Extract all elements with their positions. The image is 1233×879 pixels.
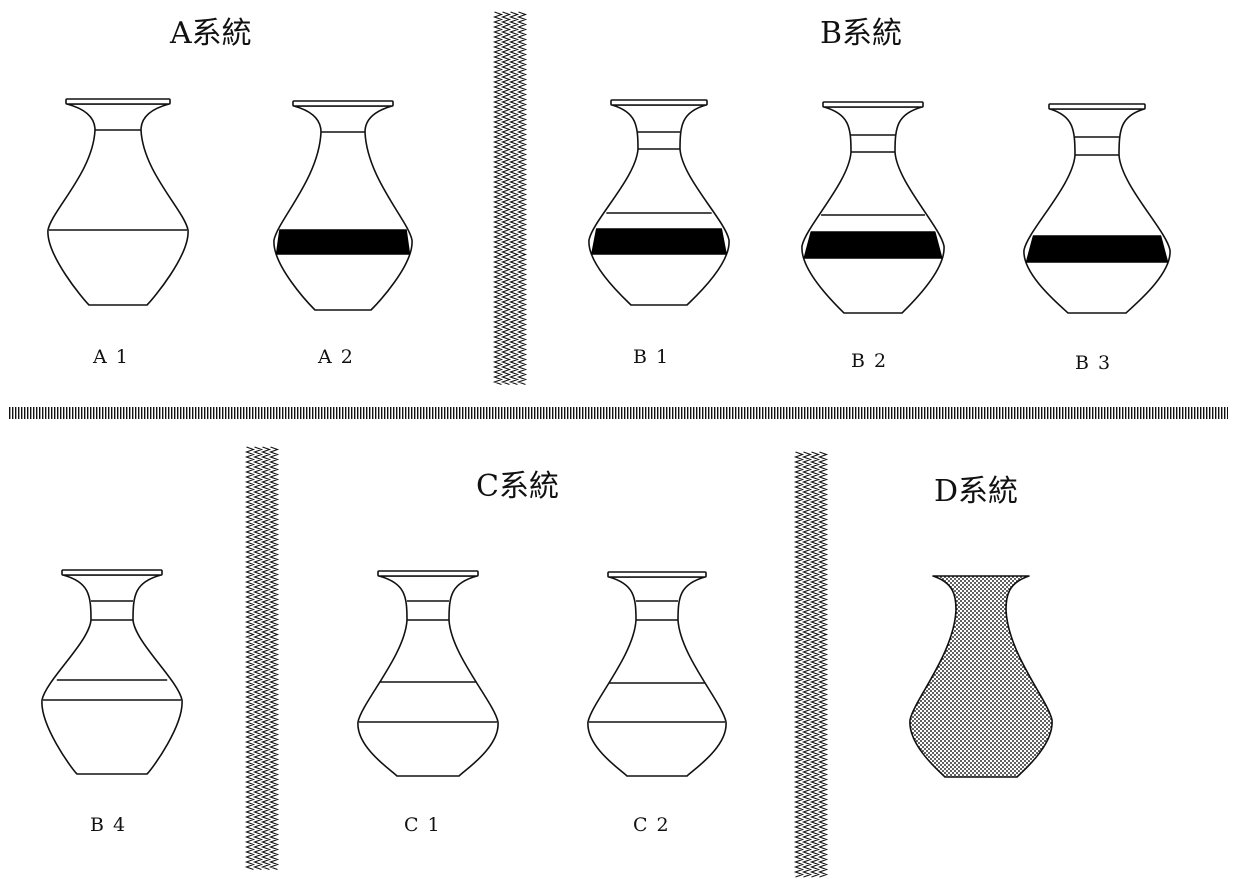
vessel-c1-rim <box>377 570 479 577</box>
wavy-divider-2-line-3 <box>260 446 272 871</box>
wavy-divider-2-line-1 <box>244 446 256 871</box>
vessel-b1-rim <box>610 99 708 106</box>
wavy-dividers <box>244 11 829 878</box>
vessel-b4-rim <box>61 569 163 576</box>
vessel-c1-outline <box>357 575 499 777</box>
vessel-b3-rim <box>1048 103 1146 110</box>
vessel-b1 <box>588 99 730 306</box>
vessel-b1-black-band <box>591 228 727 255</box>
wavy-divider-3-line-4 <box>817 451 829 878</box>
vessel-b2 <box>801 101 945 314</box>
group-title-c: C系統 <box>476 469 559 504</box>
vessel-c1 <box>357 570 499 777</box>
wavy-divider-1-line-2 <box>500 11 512 386</box>
wavy-divider-1-line-1 <box>492 11 504 386</box>
vessel-b1-outline <box>588 104 730 306</box>
group-title-d: D系統 <box>934 474 1019 509</box>
vessel-label-c2: C2 <box>633 814 678 836</box>
vessel-label-b1: B1 <box>633 346 678 368</box>
group-title-a: A系統 <box>170 16 252 51</box>
vessel-b4-outline <box>41 574 183 775</box>
vessel-label-b3: B3 <box>1075 352 1120 374</box>
vessel-label-a1: A1 <box>93 346 137 368</box>
vessel-b3-outline <box>1023 108 1171 314</box>
vessel-b2-outline <box>801 106 945 314</box>
vessel-a2-black-band <box>275 229 411 255</box>
vessel-a1-rim <box>65 98 171 105</box>
vessel-b3 <box>1023 103 1171 314</box>
wavy-divider-2-line-2 <box>252 446 264 871</box>
wavy-divider-2-line-4 <box>268 446 280 871</box>
vessel-a2 <box>273 100 413 311</box>
vessel-a1-outline <box>47 103 189 306</box>
vessel-d <box>909 575 1053 778</box>
wavy-divider-1-line-3 <box>508 11 520 386</box>
vessel-a1 <box>47 98 189 306</box>
wavy-divider-3-line-3 <box>809 451 821 878</box>
vessel-d-outline <box>909 575 1053 778</box>
vessel-b3-black-band <box>1025 235 1169 263</box>
wavy-divider-1-line-4 <box>516 11 528 386</box>
vessel-a2-outline <box>273 105 413 311</box>
wavy-divider-3-line-2 <box>801 451 813 878</box>
wavy-divider-3-line-1 <box>793 451 805 878</box>
vessel-label-c1: C1 <box>404 814 449 836</box>
vessel-label-b2: B2 <box>851 350 896 372</box>
vessel-c2-outline <box>587 576 727 777</box>
vessel-b4 <box>41 569 183 775</box>
vessel-b2-black-band <box>803 231 943 259</box>
vessel-a2-rim <box>292 100 394 107</box>
vessel-b2-rim <box>822 101 924 108</box>
vessel-label-a2: A2 <box>318 346 362 368</box>
vessel-c2-rim <box>607 571 707 578</box>
group-title-b: B系統 <box>820 16 903 51</box>
vessel-c2 <box>587 571 727 777</box>
vessel-label-b4: B4 <box>90 814 135 836</box>
horizontal-divider <box>8 407 1228 419</box>
